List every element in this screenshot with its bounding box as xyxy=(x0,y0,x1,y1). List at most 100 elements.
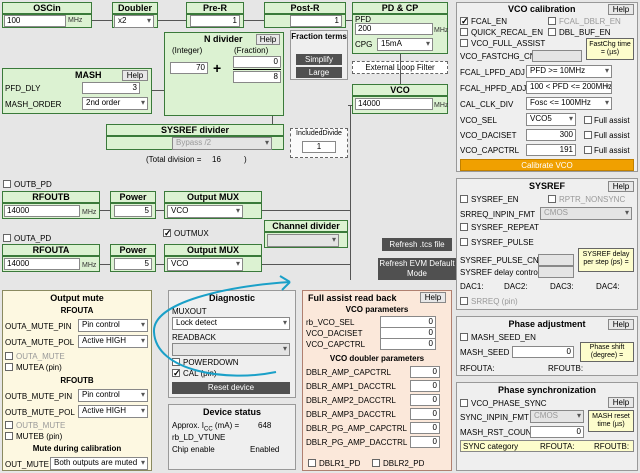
outmux1-select[interactable]: VCO xyxy=(167,205,243,218)
doubler-parameters-label: VCO doubler parameters xyxy=(329,354,425,363)
vco-capctrl-fa-checkbox[interactable] xyxy=(584,146,592,154)
wire xyxy=(92,20,112,21)
srreq-fmt-select[interactable]: CMOS xyxy=(540,207,632,220)
outb-mute-pin-select[interactable]: Pin control xyxy=(78,389,148,402)
sysref-pulse-checkbox[interactable] xyxy=(460,238,468,246)
dblr-row-value[interactable]: 0 xyxy=(410,408,440,420)
mash-seed-en-checkbox[interactable] xyxy=(460,333,468,341)
sysref-en-label: SYSREF_EN xyxy=(471,195,519,204)
dblr-row-value[interactable]: 0 xyxy=(410,436,440,448)
outa-mute-pol-select[interactable]: Active HIGH xyxy=(78,335,148,348)
lpfd-select[interactable]: PFD >= 10MHz xyxy=(526,65,612,78)
sysref-en-checkbox[interactable] xyxy=(460,195,468,203)
muxout-select[interactable]: Lock detect xyxy=(172,317,290,330)
doubler-select[interactable]: x2 xyxy=(114,15,154,28)
wire xyxy=(152,90,164,91)
pfd-dly-input[interactable]: 3 xyxy=(82,82,140,94)
vco-daciset-fa-checkbox[interactable] xyxy=(584,131,592,139)
outb-mute-label: OUTB_MUTE xyxy=(16,421,66,430)
cpg-select[interactable]: 15mA xyxy=(377,38,433,51)
sysref-divider-select[interactable]: Bypass /2 xyxy=(172,137,272,150)
reset-device-button[interactable]: Reset device xyxy=(172,382,290,394)
outmux2-select[interactable]: VCO xyxy=(167,258,243,271)
large-button[interactable]: Large xyxy=(296,67,342,78)
outb-mute-pin-label: OUTB_MUTE_PIN xyxy=(5,392,73,401)
dblr2-pd-checkbox[interactable] xyxy=(372,459,380,467)
quick-recal-label: QUICK_RECAL_EN xyxy=(471,28,544,37)
outa-pd-checkbox[interactable] xyxy=(3,234,11,242)
dblr-row-value[interactable]: 0 xyxy=(410,422,440,434)
annotation-arrowhead xyxy=(279,275,291,291)
phase-sync-help-button[interactable]: Help xyxy=(608,397,634,408)
outmux-checkbox[interactable] xyxy=(163,228,172,239)
oscin-input[interactable]: 100 xyxy=(4,15,66,27)
full-assist-help-button[interactable]: Help xyxy=(420,292,446,303)
frac-den-input[interactable]: 8 xyxy=(233,71,281,83)
frac-num-input[interactable]: 0 xyxy=(233,56,281,68)
vco-cal-help-button[interactable]: Help xyxy=(608,4,634,15)
rptr-nonsync-checkbox[interactable] xyxy=(548,195,556,203)
calibrate-vco-button[interactable]: Calibrate VCO xyxy=(460,159,634,171)
prer-input[interactable]: 1 xyxy=(190,15,240,27)
fraction-bar xyxy=(233,69,281,70)
mash-order-select[interactable]: 2nd order xyxy=(82,97,148,110)
readback-select[interactable] xyxy=(172,343,290,356)
sync-inpin-select[interactable]: CMOS xyxy=(530,410,584,423)
dblr-row-value[interactable]: 0 xyxy=(410,366,440,378)
srreq-pin-checkbox[interactable] xyxy=(460,297,468,305)
outb-mute-pol-select[interactable]: Active HIGH xyxy=(78,405,148,418)
outb-mute-pol-label: OUTB_MUTE_POL xyxy=(5,408,75,417)
outb-pd-checkbox[interactable] xyxy=(3,180,11,188)
ndiv-help-button[interactable]: Help xyxy=(256,34,280,45)
quick-recal-checkbox[interactable] xyxy=(460,28,468,36)
mash-rst-input[interactable]: 0 xyxy=(530,426,584,438)
chdiv-select[interactable] xyxy=(267,234,339,247)
vco-daciset-input[interactable]: 300 xyxy=(526,129,576,141)
fastchg-input[interactable] xyxy=(532,50,582,62)
sysref-delay-input[interactable] xyxy=(538,266,574,278)
mash-seed-input[interactable]: 0 xyxy=(512,346,574,358)
vco-daciset-fa-label: Full assist xyxy=(594,131,630,140)
rfoutb-title: RFOUTB xyxy=(2,191,100,203)
power2-input[interactable]: 5 xyxy=(114,258,152,270)
vco-sel-select[interactable]: VCO5 xyxy=(526,113,576,126)
simplify-button[interactable]: Simplify xyxy=(296,54,342,65)
lpfd-label: FCAL_LPFD_ADJ xyxy=(460,68,525,77)
mash-help-button[interactable]: Help xyxy=(122,70,148,81)
cal-clk-select[interactable]: Fosc <= 100MHz xyxy=(526,97,612,110)
readback-label: READBACK xyxy=(172,333,217,342)
power1-input[interactable]: 5 xyxy=(114,205,152,217)
fcal-en-checkbox[interactable] xyxy=(460,16,469,27)
cal-pin-checkbox[interactable] xyxy=(172,368,181,379)
vco-capctrl-fa-label: Full assist xyxy=(594,146,630,155)
fcal-dblr-en-checkbox[interactable] xyxy=(548,17,556,25)
vco-phase-sync-checkbox[interactable] xyxy=(460,399,468,407)
sysref-help-button[interactable]: Help xyxy=(608,181,634,192)
muteb-checkbox[interactable] xyxy=(5,432,13,440)
outa-mute-checkbox[interactable] xyxy=(5,352,13,360)
diagnostic-title: Diagnostic xyxy=(208,293,255,303)
out-mute-select[interactable]: Both outputs are muted xyxy=(50,457,148,470)
plus-sign: + xyxy=(213,60,222,76)
refresh-evm-button[interactable]: Refresh EVM Default Mode xyxy=(378,258,456,280)
vco-full-assist-checkbox[interactable] xyxy=(460,39,468,47)
vco-capctrl-input[interactable]: 191 xyxy=(526,144,576,156)
sysref-pulse-cnt-input[interactable] xyxy=(538,254,574,266)
outa-mute-pin-select[interactable]: Pin control xyxy=(78,319,148,332)
vco-sel-fa-checkbox[interactable] xyxy=(584,116,592,124)
sysref-repeat-checkbox[interactable] xyxy=(460,223,468,231)
dblr-row-value[interactable]: 0 xyxy=(410,380,440,392)
dblr-row-value[interactable]: 0 xyxy=(410,394,440,406)
dblr1-pd-checkbox[interactable] xyxy=(308,459,316,467)
dbl-buf-checkbox[interactable] xyxy=(548,28,556,36)
phase-adjust-help-button[interactable]: Help xyxy=(608,319,634,330)
outb-mute-checkbox[interactable] xyxy=(5,421,13,429)
dblr-row-label: DBLR_PG_AMP_DACCTRL xyxy=(306,438,408,447)
chdiv-title: Channel divider xyxy=(264,220,348,232)
mutea-checkbox[interactable] xyxy=(5,363,13,371)
fastchg-label: VCO_FASTCHG_CNT xyxy=(460,52,541,61)
hpfd-select[interactable]: 100 < PFD <= 200MHz xyxy=(526,81,612,94)
int-input[interactable]: 70 xyxy=(170,62,208,74)
refresh-tcs-button[interactable]: Refresh .tcs file xyxy=(382,238,452,251)
postr-input[interactable]: 1 xyxy=(290,15,342,27)
